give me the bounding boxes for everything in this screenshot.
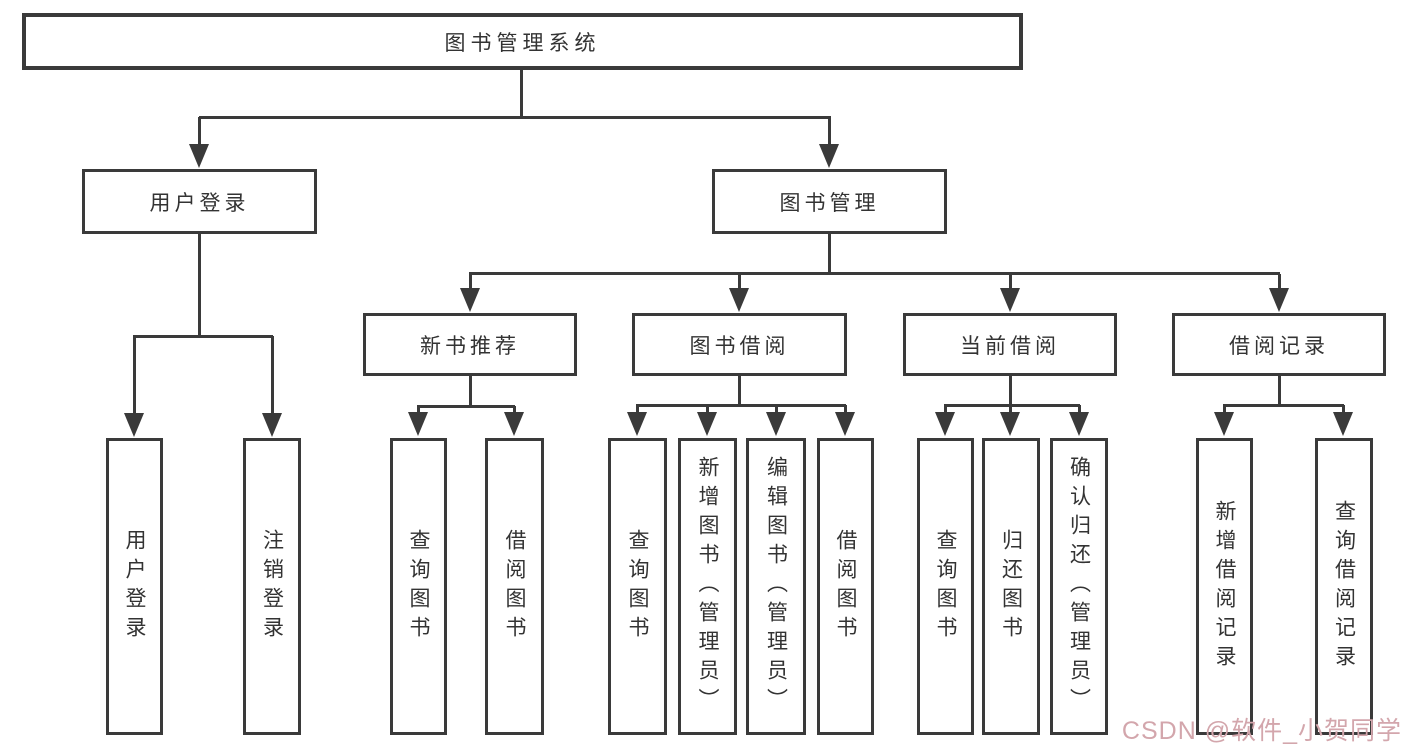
connector-newbook-drop-1 [417, 406, 420, 414]
csdn-watermark: CSDN @软件_小贺同学 [1121, 717, 1402, 745]
connector-borrow-stem [738, 376, 741, 406]
node-new-book-recommend: 新书推荐 [363, 313, 577, 376]
connector-newbook-drop-2 [513, 406, 516, 414]
arrowhead-down-icon [766, 412, 786, 436]
connector-current-drop-2 [1009, 405, 1012, 413]
connector-records-bus [1223, 404, 1344, 407]
arrowhead-down-icon [408, 412, 428, 436]
connector-newbook-bus [417, 405, 515, 408]
connector-current-bus [944, 404, 1080, 407]
leaf-nb-query-books: 查询图书 [390, 438, 447, 735]
connector-current-drop-3 [1078, 405, 1081, 413]
arrowhead-down-icon [1333, 412, 1353, 436]
connector-bookmgmt-bus [469, 272, 1280, 275]
node-library-management-system: 图书管理系统 [22, 13, 1023, 70]
arrowhead-down-icon [835, 412, 855, 436]
node-user-login: 用户登录 [82, 169, 317, 234]
arrowhead-down-icon [189, 144, 209, 168]
connector-userlogin-drop-1 [133, 336, 136, 415]
connector-records-stem [1278, 376, 1281, 406]
connector-borrow-bus [636, 404, 846, 407]
connector-borrow-drop-3 [775, 405, 778, 413]
leaf-logout: 注销登录 [243, 438, 301, 735]
arrowhead-down-icon [262, 413, 282, 437]
leaf-bb-add-books-admin: 新增图书（管理员） [678, 438, 737, 735]
leaf-bb-borrow-books: 借阅图书 [817, 438, 874, 735]
node-book-borrow: 图书借阅 [632, 313, 847, 376]
arrowhead-down-icon [1214, 412, 1234, 436]
arrowhead-down-icon [1000, 288, 1020, 312]
connector-records-drop-1 [1223, 405, 1226, 413]
connector-userlogin-bus [133, 335, 273, 338]
connector-bookmgmt-drop-3 [1009, 274, 1012, 290]
connector-bookmgmt-drop-4 [1278, 274, 1281, 290]
leaf-br-query-record: 查询借阅记录 [1315, 438, 1373, 735]
connector-root-drop-left [198, 117, 201, 147]
leaf-bb-edit-books-admin: 编辑图书（管理员） [746, 438, 806, 735]
connector-root-stem [520, 69, 523, 119]
node-book-management: 图书管理 [712, 169, 947, 234]
arrowhead-down-icon [697, 412, 717, 436]
connector-userlogin-stem [198, 234, 201, 337]
arrowhead-down-icon [504, 412, 524, 436]
arrowhead-down-icon [1000, 412, 1020, 436]
arrowhead-down-icon [460, 288, 480, 312]
node-current-borrow: 当前借阅 [903, 313, 1117, 376]
arrowhead-down-icon [1269, 288, 1289, 312]
connector-userlogin-drop-2 [271, 336, 274, 415]
connector-borrow-drop-4 [844, 405, 847, 413]
arrowhead-down-icon [729, 288, 749, 312]
arrowhead-down-icon [935, 412, 955, 436]
leaf-cb-return-books: 归还图书 [982, 438, 1040, 735]
connector-root-bus [199, 116, 831, 119]
connector-bookmgmt-stem [828, 234, 831, 275]
connector-current-stem [1009, 376, 1012, 406]
connector-newbook-stem [469, 376, 472, 407]
connector-root-drop-right [828, 117, 831, 147]
leaf-bb-query-books: 查询图书 [608, 438, 667, 735]
connector-records-drop-2 [1342, 405, 1345, 413]
connector-borrow-drop-1 [636, 405, 639, 413]
node-borrow-records: 借阅记录 [1172, 313, 1386, 376]
leaf-br-add-record: 新增借阅记录 [1196, 438, 1253, 735]
leaf-user-login: 用户登录 [106, 438, 163, 735]
arrowhead-down-icon [627, 412, 647, 436]
connector-bookmgmt-drop-1 [469, 274, 472, 290]
leaf-nb-borrow-books: 借阅图书 [485, 438, 544, 735]
arrowhead-down-icon [819, 144, 839, 168]
connector-current-drop-1 [944, 405, 947, 413]
connector-borrow-drop-2 [706, 405, 709, 413]
arrowhead-down-icon [124, 413, 144, 437]
arrowhead-down-icon [1069, 412, 1089, 436]
connector-bookmgmt-drop-2 [738, 274, 741, 290]
leaf-cb-query-books: 查询图书 [917, 438, 974, 735]
leaf-cb-confirm-return-admin: 确认归还（管理员） [1050, 438, 1108, 735]
